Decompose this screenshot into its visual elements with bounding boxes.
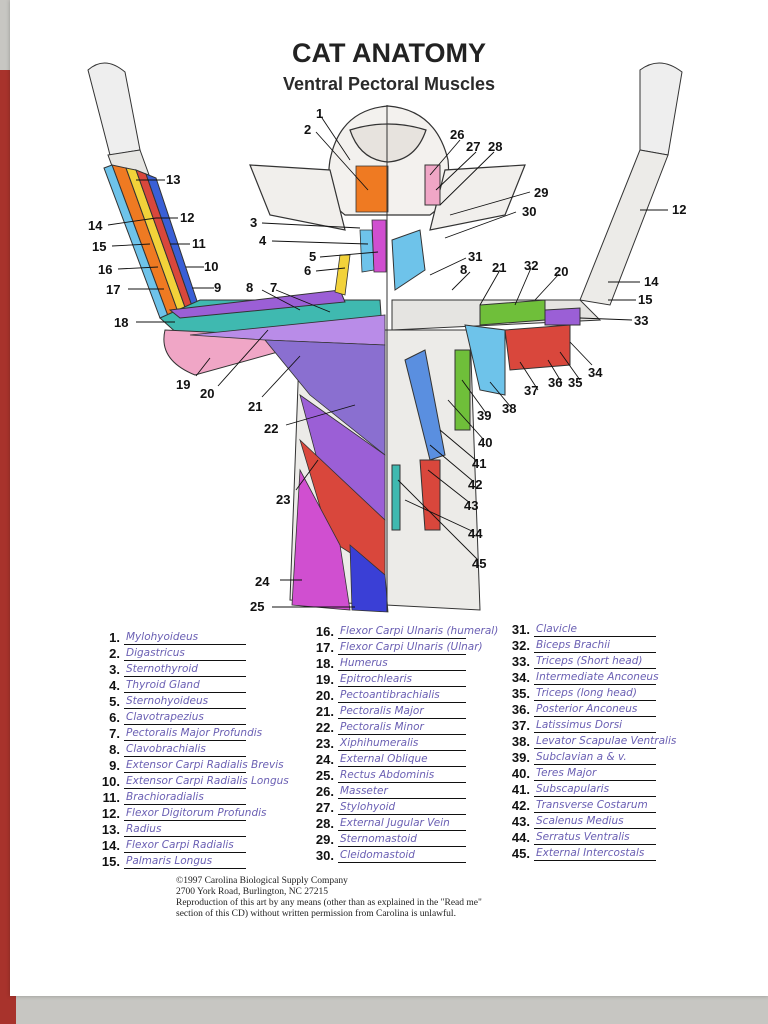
diagram-number-38: 38 [502,401,516,416]
diagram-number-37: 37 [524,383,538,398]
diagram-number-10: 10 [204,259,218,274]
diagram-number-32: 32 [524,258,538,273]
diagram-number-8-right: 8 [460,262,467,277]
diagram-number-30: 30 [522,204,536,219]
diagram-number-42: 42 [468,477,482,492]
diagram-number-40: 40 [478,435,492,450]
diagram-number-24: 24 [255,574,270,589]
diagram-number-39: 39 [477,408,491,423]
diagram-number-14: 14 [88,218,103,233]
diagram-number-11: 11 [192,236,206,251]
diagram-number-20: 20 [200,386,214,401]
diagram-number-28: 28 [488,139,502,154]
copyright-footer: ©1997 Carolina Biological Supply Company… [176,876,596,920]
page-title: CAT ANATOMY [292,38,486,68]
diagram-number-36: 36 [548,375,562,390]
footer-line-3: Reproduction of this art by any means (o… [176,898,482,908]
diagram-number-45: 45 [472,556,486,571]
diagram-number-16: 16 [98,262,112,277]
cat-head [249,105,526,231]
diagram-number-35: 35 [568,375,582,390]
diagram-number-20-right: 20 [554,264,568,279]
left-forelimb [87,62,383,376]
diagram-number-8: 8 [246,280,253,295]
diagram-number-9: 9 [214,280,221,295]
diagram-number-5: 5 [309,249,316,264]
diagram-number-17: 17 [106,282,120,297]
diagram-number-15-right: 15 [638,292,652,307]
right-forelimb [391,62,683,531]
diagram-number-21: 21 [248,399,262,414]
diagram-number-12-right: 12 [672,202,686,217]
diagram-number-14-right: 14 [644,274,659,289]
footer-line-4: section of this CD) without written perm… [176,909,456,919]
left-chest-muscles [189,165,389,613]
diagram-number-27: 27 [466,139,480,154]
diagram-number-25: 25 [250,599,264,614]
diagram-number-12: 12 [180,210,194,225]
diagram-number-21-right: 21 [492,260,506,275]
diagram-number-1: 1 [316,106,323,121]
diagram-number-19: 19 [176,377,190,392]
diagram-number-31: 31 [468,249,482,264]
diagram-number-34: 34 [588,365,603,380]
diagram-number-22: 22 [264,421,278,436]
diagram-number-labels: 1 2 3 4 5 6 7 8 9 10 11 12 13 14 15 16 1… [88,106,686,614]
diagram-number-43: 43 [464,498,478,513]
leader-lines [107,117,668,608]
diagram-number-23: 23 [276,492,290,507]
diagram-number-13: 13 [166,172,180,187]
diagram-number-4: 4 [259,233,267,248]
diagram-number-44: 44 [468,526,483,541]
diagram-number-6: 6 [304,263,311,278]
diagram-number-18: 18 [114,315,128,330]
diagram-number-29: 29 [534,185,548,200]
footer-line-2: 2700 York Road, Burlington, NC 27215 [176,887,329,897]
diagram-number-41: 41 [472,456,486,471]
diagram-number-3: 3 [250,215,257,230]
page-subtitle: Ventral Pectoral Muscles [282,74,496,94]
diagram-number-33: 33 [634,313,648,328]
diagram-number-2: 2 [304,122,311,137]
diagram-number-7: 7 [270,280,277,295]
diagram-number-26: 26 [450,127,464,142]
diagram-number-15: 15 [92,239,106,254]
footer-line-1: ©1997 Carolina Biological Supply Company [176,876,348,886]
